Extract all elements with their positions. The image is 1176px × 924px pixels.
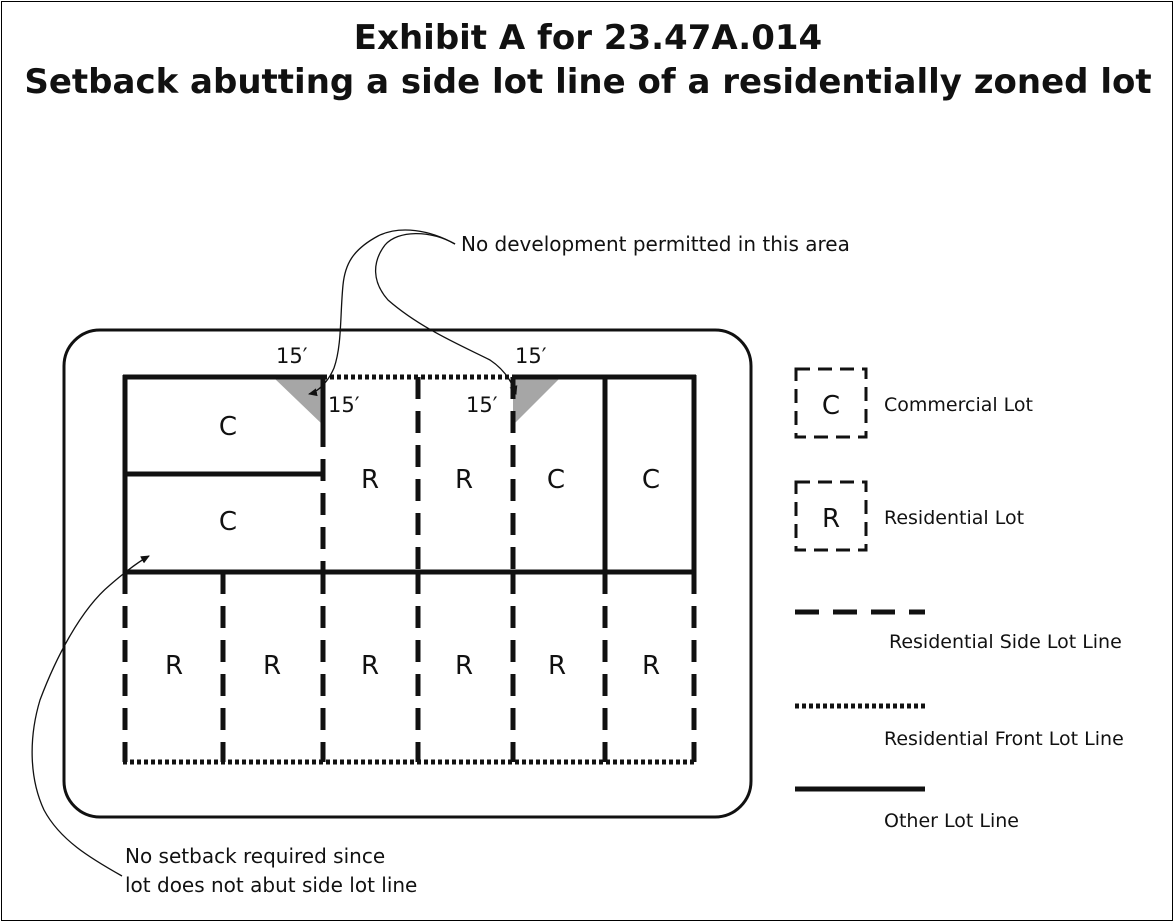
other-lot-lines <box>122 374 697 575</box>
exhibit-title: Exhibit A for 23.47A.014 <box>353 18 823 58</box>
side-lot-lines <box>122 377 697 762</box>
legend-residential-symbol: R <box>822 504 840 534</box>
no-development-arrows <box>308 229 518 397</box>
no-development-note: No development permitted in this area <box>461 232 850 256</box>
no-setback-note-line2: lot does not abut side lot line <box>125 873 417 897</box>
setback-dimension-label: 15′ <box>466 393 498 417</box>
block-outline <box>62 328 753 819</box>
setback-dimension-label: 15′ <box>515 344 547 368</box>
lot-label-residential: R <box>263 651 281 681</box>
lot-label-residential: R <box>165 651 183 681</box>
setback-dimension-label: 15′ <box>276 344 308 368</box>
lot-label-residential: R <box>642 651 660 681</box>
setback-area-left <box>273 377 323 425</box>
lot-label-commercial: C <box>219 412 237 442</box>
legend-side-line-label: Residential Side Lot Line <box>889 631 1122 653</box>
lot-label-residential: R <box>361 651 379 681</box>
legend-front-line-label: Residential Front Lot Line <box>884 728 1124 750</box>
legend-residential-swatch <box>794 480 868 552</box>
lot-label-residential: R <box>455 651 473 681</box>
no-setback-note-line1: No setback required since <box>125 844 385 868</box>
legend-commercial-symbol: C <box>822 391 840 421</box>
lot-label-residential: R <box>455 465 473 495</box>
setback-area-right <box>513 377 561 425</box>
no-setback-arrow <box>31 555 150 877</box>
legend-residential-label: Residential Lot <box>884 507 1024 529</box>
lot-label-commercial: C <box>547 465 565 495</box>
legend-other-line-label: Other Lot Line <box>884 810 1019 832</box>
setback-dimension-label: 15′ <box>328 393 360 417</box>
exhibit-subtitle: Setback abutting a side lot line of a re… <box>24 62 1152 102</box>
legend-commercial-swatch <box>794 367 868 439</box>
lot-label-commercial: C <box>642 465 660 495</box>
legend-commercial-label: Commercial Lot <box>884 394 1033 416</box>
lot-label-commercial: C <box>219 507 237 537</box>
lot-label-residential: R <box>361 465 379 495</box>
legend: C Commercial Lot R Residential Lot Resid… <box>794 367 1124 832</box>
lot-label-residential: R <box>548 651 566 681</box>
